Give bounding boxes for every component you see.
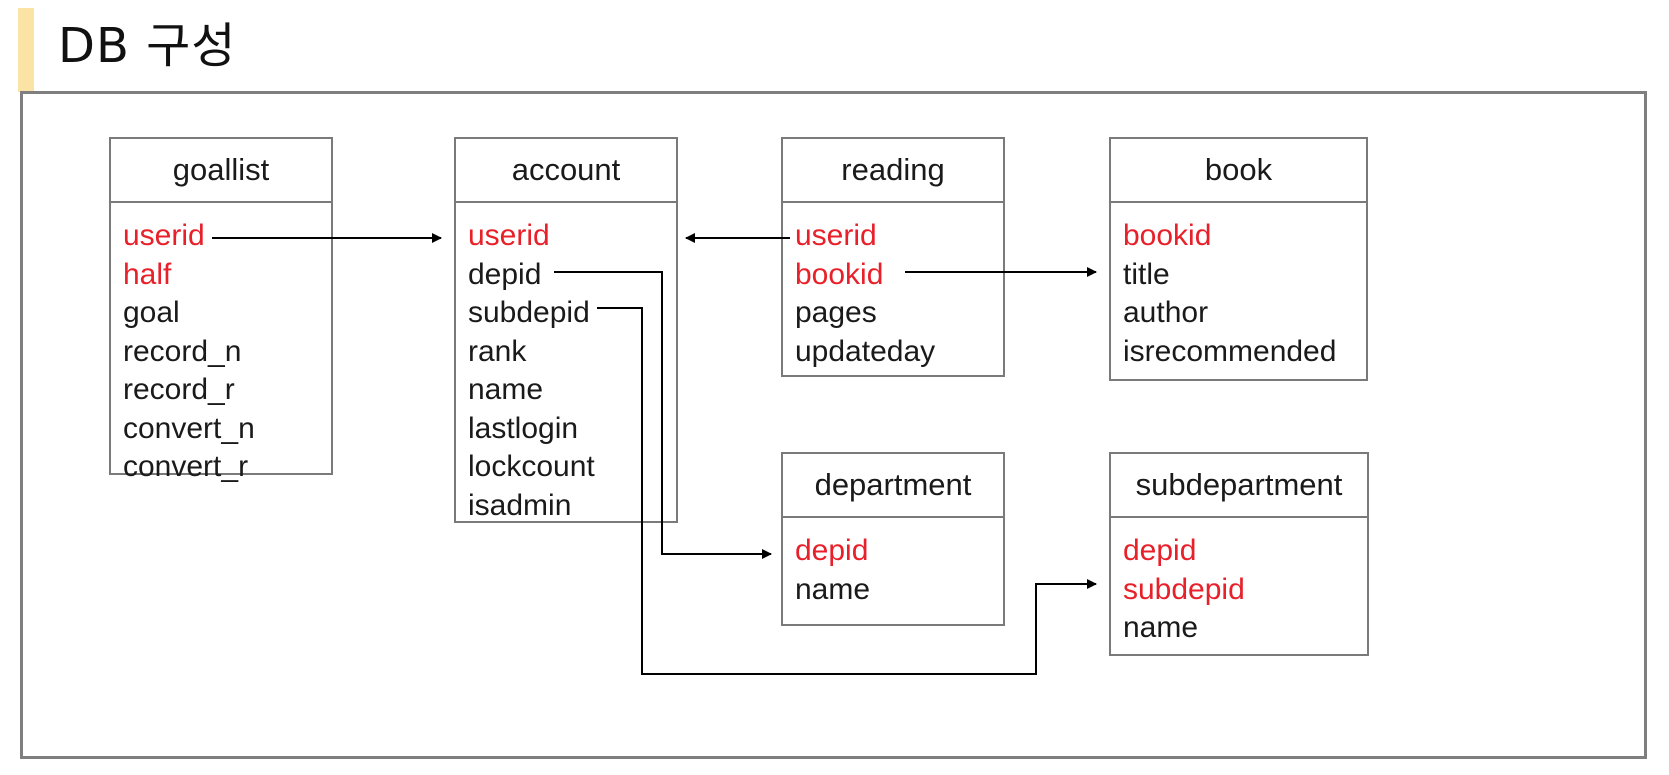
table-header-goallist: goallist — [111, 139, 331, 203]
table-header-book: book — [1111, 139, 1366, 203]
book-field-title: title — [1123, 257, 1170, 291]
account-field-lockcount: lockcount — [468, 450, 595, 483]
title-accent-bar — [18, 8, 34, 92]
subdepartment-field-depid: depid — [1123, 534, 1197, 567]
table-fields-book: bookid title author isrecommended — [1111, 203, 1366, 371]
table-header-department: department — [783, 454, 1003, 518]
table-book: book bookid title author isrecommended — [1109, 137, 1368, 381]
goallist-field-userid: userid — [123, 219, 205, 252]
subdepartment-field-subdepid: subdepid — [1123, 572, 1245, 606]
goallist-field-record-n: record_n — [123, 334, 242, 368]
book-field-isrecommended: isrecommended — [1123, 334, 1337, 368]
table-fields-account: userid depid subdepid rank name lastlogin lock… — [456, 203, 676, 525]
table-fields-reading: userid bookid pages updateday — [783, 203, 1003, 371]
goallist-field-goal: goal — [123, 296, 180, 329]
table-header-reading: reading — [783, 139, 1003, 203]
page-title: DB 구성 — [58, 18, 237, 74]
reading-field-bookid: bookid — [795, 257, 884, 291]
account-field-rank: rank — [468, 334, 527, 368]
reading-field-userid: userid — [795, 219, 877, 252]
table-account: account userid depid subdepid rank name lastl… — [454, 137, 678, 523]
book-field-author: author — [1123, 296, 1209, 329]
table-fields-subdepartment: depid subdepid name — [1111, 518, 1367, 648]
goallist-field-convert-n: convert_n — [123, 411, 255, 445]
subdepartment-field-name: name — [1123, 611, 1199, 644]
account-field-userid: userid — [468, 219, 550, 252]
reading-field-pages: pages — [795, 296, 877, 329]
department-field-depid: depid — [795, 534, 869, 567]
table-header-subdepartment: subdepartment — [1111, 454, 1367, 518]
account-field-subdepid: subdepid — [468, 296, 590, 329]
department-field-name: name — [795, 572, 871, 606]
goallist-field-half: half — [123, 257, 172, 291]
account-field-name: name — [468, 373, 544, 406]
reading-field-updateday: updateday — [795, 334, 936, 368]
table-fields-department: depid name — [783, 518, 1003, 609]
goallist-field-convert-r: convert_r — [123, 450, 249, 483]
table-reading: reading userid bookid pages updateday — [781, 137, 1005, 377]
book-field-bookid: bookid — [1123, 219, 1212, 252]
table-department: department depid name — [781, 452, 1005, 626]
table-subdepartment: subdepartment depid subdepid name — [1109, 452, 1369, 656]
account-field-depid: depid — [468, 257, 542, 291]
account-field-isadmin: isadmin — [468, 488, 572, 522]
table-header-account: account — [456, 139, 676, 203]
goallist-field-record-r: record_r — [123, 373, 235, 406]
account-field-lastlogin: lastlogin — [468, 411, 579, 445]
